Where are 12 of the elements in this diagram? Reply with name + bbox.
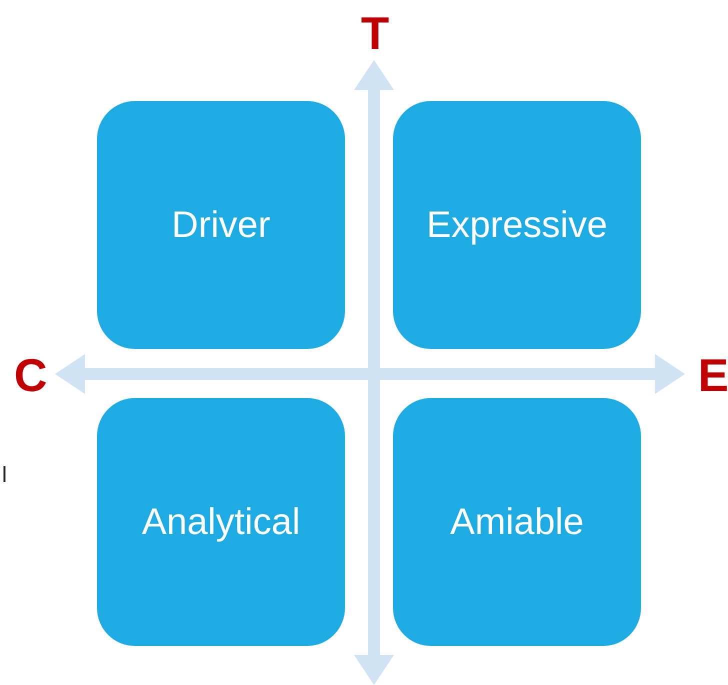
quadrant-label: Analytical: [142, 501, 300, 543]
quadrant-label: Expressive: [426, 204, 608, 246]
quadrant-box: [393, 398, 641, 646]
axis-label: E: [698, 352, 728, 398]
quadrant-label: Amiable: [450, 501, 584, 543]
quadrant-box: [393, 101, 641, 349]
quadrant-box: [97, 398, 345, 646]
axis-label: T: [361, 10, 390, 56]
quadrant-box: [97, 101, 345, 349]
text-fragment: l: [2, 464, 7, 486]
quadrant-label: Driver: [172, 204, 270, 246]
axis-label: C: [14, 352, 48, 398]
